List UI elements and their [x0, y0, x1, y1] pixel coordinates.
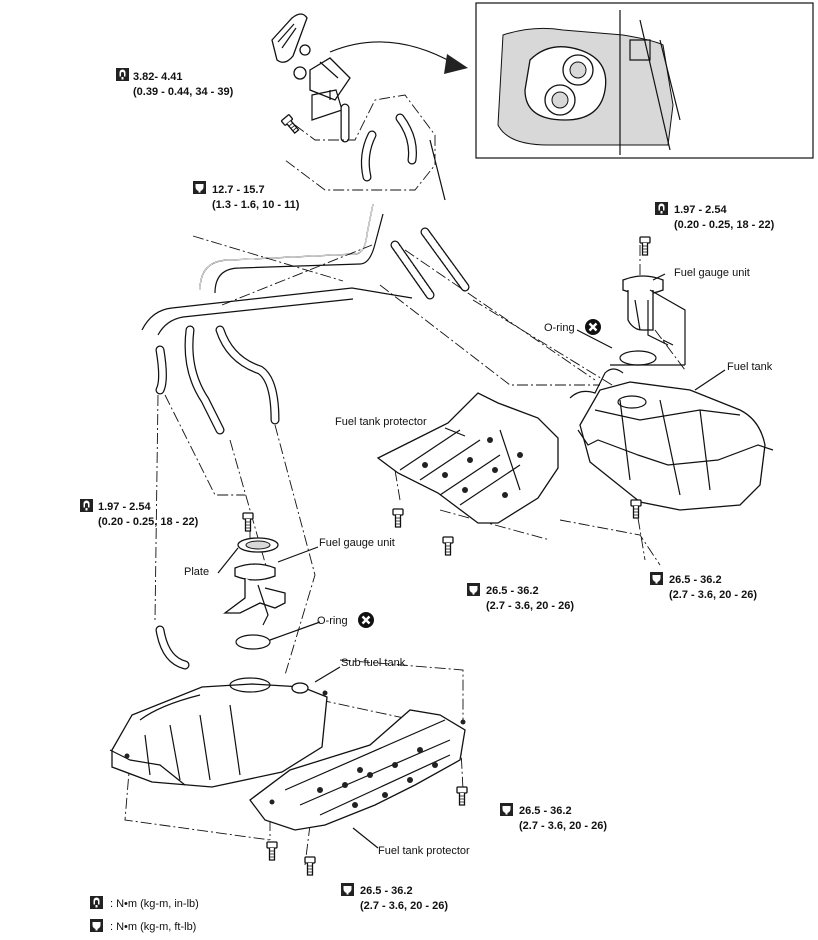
torque-in-lb-icon: [116, 68, 129, 81]
torque-ft-lb-icon: [90, 919, 103, 932]
torque-label-t4: 1.97 - 2.54 (0.20 - 0.25, 18 - 22): [80, 499, 199, 528]
label-sub-fuel-tank: Sub fuel tank: [341, 657, 406, 669]
torque-conversion: (1.3 - 1.6, 10 - 11): [212, 199, 300, 211]
torque-label-t8: 26.5 - 36.2 (2.7 - 3.6, 20 - 26): [341, 883, 448, 912]
torque-ft-lb-icon: [341, 883, 354, 896]
torque-label-t6: 26.5 - 36.2 (2.7 - 3.6, 20 - 26): [650, 572, 757, 601]
torque-value: 26.5 - 36.2: [486, 585, 539, 597]
torque-value: 26.5 - 36.2: [669, 574, 722, 586]
legend-text-ft-lb: : N•m (kg-m, ft-lb): [110, 921, 196, 933]
torque-value: 12.7 - 15.7: [212, 184, 265, 196]
torque-ft-lb-icon: [650, 572, 663, 585]
main-fuel-tank: [569, 368, 774, 511]
torque-conversion: (2.7 - 3.6, 20 - 26): [360, 900, 448, 912]
torque-in-lb-icon: [655, 202, 668, 215]
torque-conversion: (0.20 - 0.25, 18 - 22): [98, 516, 199, 528]
inset-detail-box: [475, 2, 814, 159]
label-fuel-gauge-unit-sub: Fuel gauge unit: [319, 537, 395, 549]
torque-conversion: (2.7 - 3.6, 20 - 26): [519, 820, 607, 832]
torque-conversion: (0.39 - 0.44, 34 - 39): [133, 86, 234, 98]
torque-label-t2: 12.7 - 15.7 (1.3 - 1.6, 10 - 11): [193, 181, 300, 211]
torque-value: 1.97 - 2.54: [674, 204, 727, 216]
sub-fuel-gauge-unit: [223, 512, 286, 650]
main-fuel-gauge-unit: [610, 236, 686, 366]
torque-label-t5: 26.5 - 36.2 (2.7 - 3.6, 20 - 26): [467, 583, 574, 612]
torque-ft-lb-icon: [467, 583, 480, 596]
label-plate: Plate: [184, 566, 209, 578]
torque-in-lb-icon: [80, 499, 93, 512]
torque-value: 26.5 - 36.2: [360, 885, 413, 897]
torque-value: 1.97 - 2.54: [98, 501, 151, 513]
torque-label-t7: 26.5 - 36.2 (2.7 - 3.6, 20 - 26): [500, 803, 607, 832]
label-fuel-tank-protector-main: Fuel tank protector: [335, 416, 427, 428]
torque-value: 26.5 - 36.2: [519, 805, 572, 817]
legend: : N•m (kg-m, in-lb) : N•m (kg-m, ft-lb): [90, 896, 199, 933]
torque-conversion: (2.7 - 3.6, 20 - 26): [669, 589, 757, 601]
drawing-art: [109, 2, 814, 876]
torque-label-t3: 1.97 - 2.54 (0.20 - 0.25, 18 - 22): [655, 202, 775, 231]
torque-value: 3.82- 4.41: [133, 71, 183, 83]
legend-text-in-lb: : N•m (kg-m, in-lb): [110, 898, 199, 910]
label-oring-main: O-ring: [544, 322, 575, 334]
label-oring-sub: O-ring: [317, 615, 348, 627]
torque-conversion: (2.7 - 3.6, 20 - 26): [486, 600, 574, 612]
upper-fuel-tank-protector: [376, 392, 559, 524]
filler-neck: [271, 13, 351, 121]
torque-in-lb-icon: [90, 896, 103, 909]
replace-part-icon: [356, 610, 376, 630]
label-fuel-gauge-unit-main: Fuel gauge unit: [674, 267, 750, 279]
sub-fuel-tank: [109, 677, 328, 788]
label-fuel-tank-protector-sub: Fuel tank protector: [378, 845, 470, 857]
lower-fuel-tank-protector: [249, 709, 466, 831]
label-fuel-tank: Fuel tank: [727, 361, 773, 373]
corrugated-hoses: [390, 227, 470, 300]
torque-ft-lb-icon: [500, 803, 513, 816]
torque-ft-lb-icon: [193, 181, 206, 194]
torque-conversion: (0.20 - 0.25, 18 - 22): [674, 219, 775, 231]
torque-label-t1: 3.82- 4.41 (0.39 - 0.44, 34 - 39): [116, 68, 234, 98]
replace-part-icon: [583, 317, 603, 337]
